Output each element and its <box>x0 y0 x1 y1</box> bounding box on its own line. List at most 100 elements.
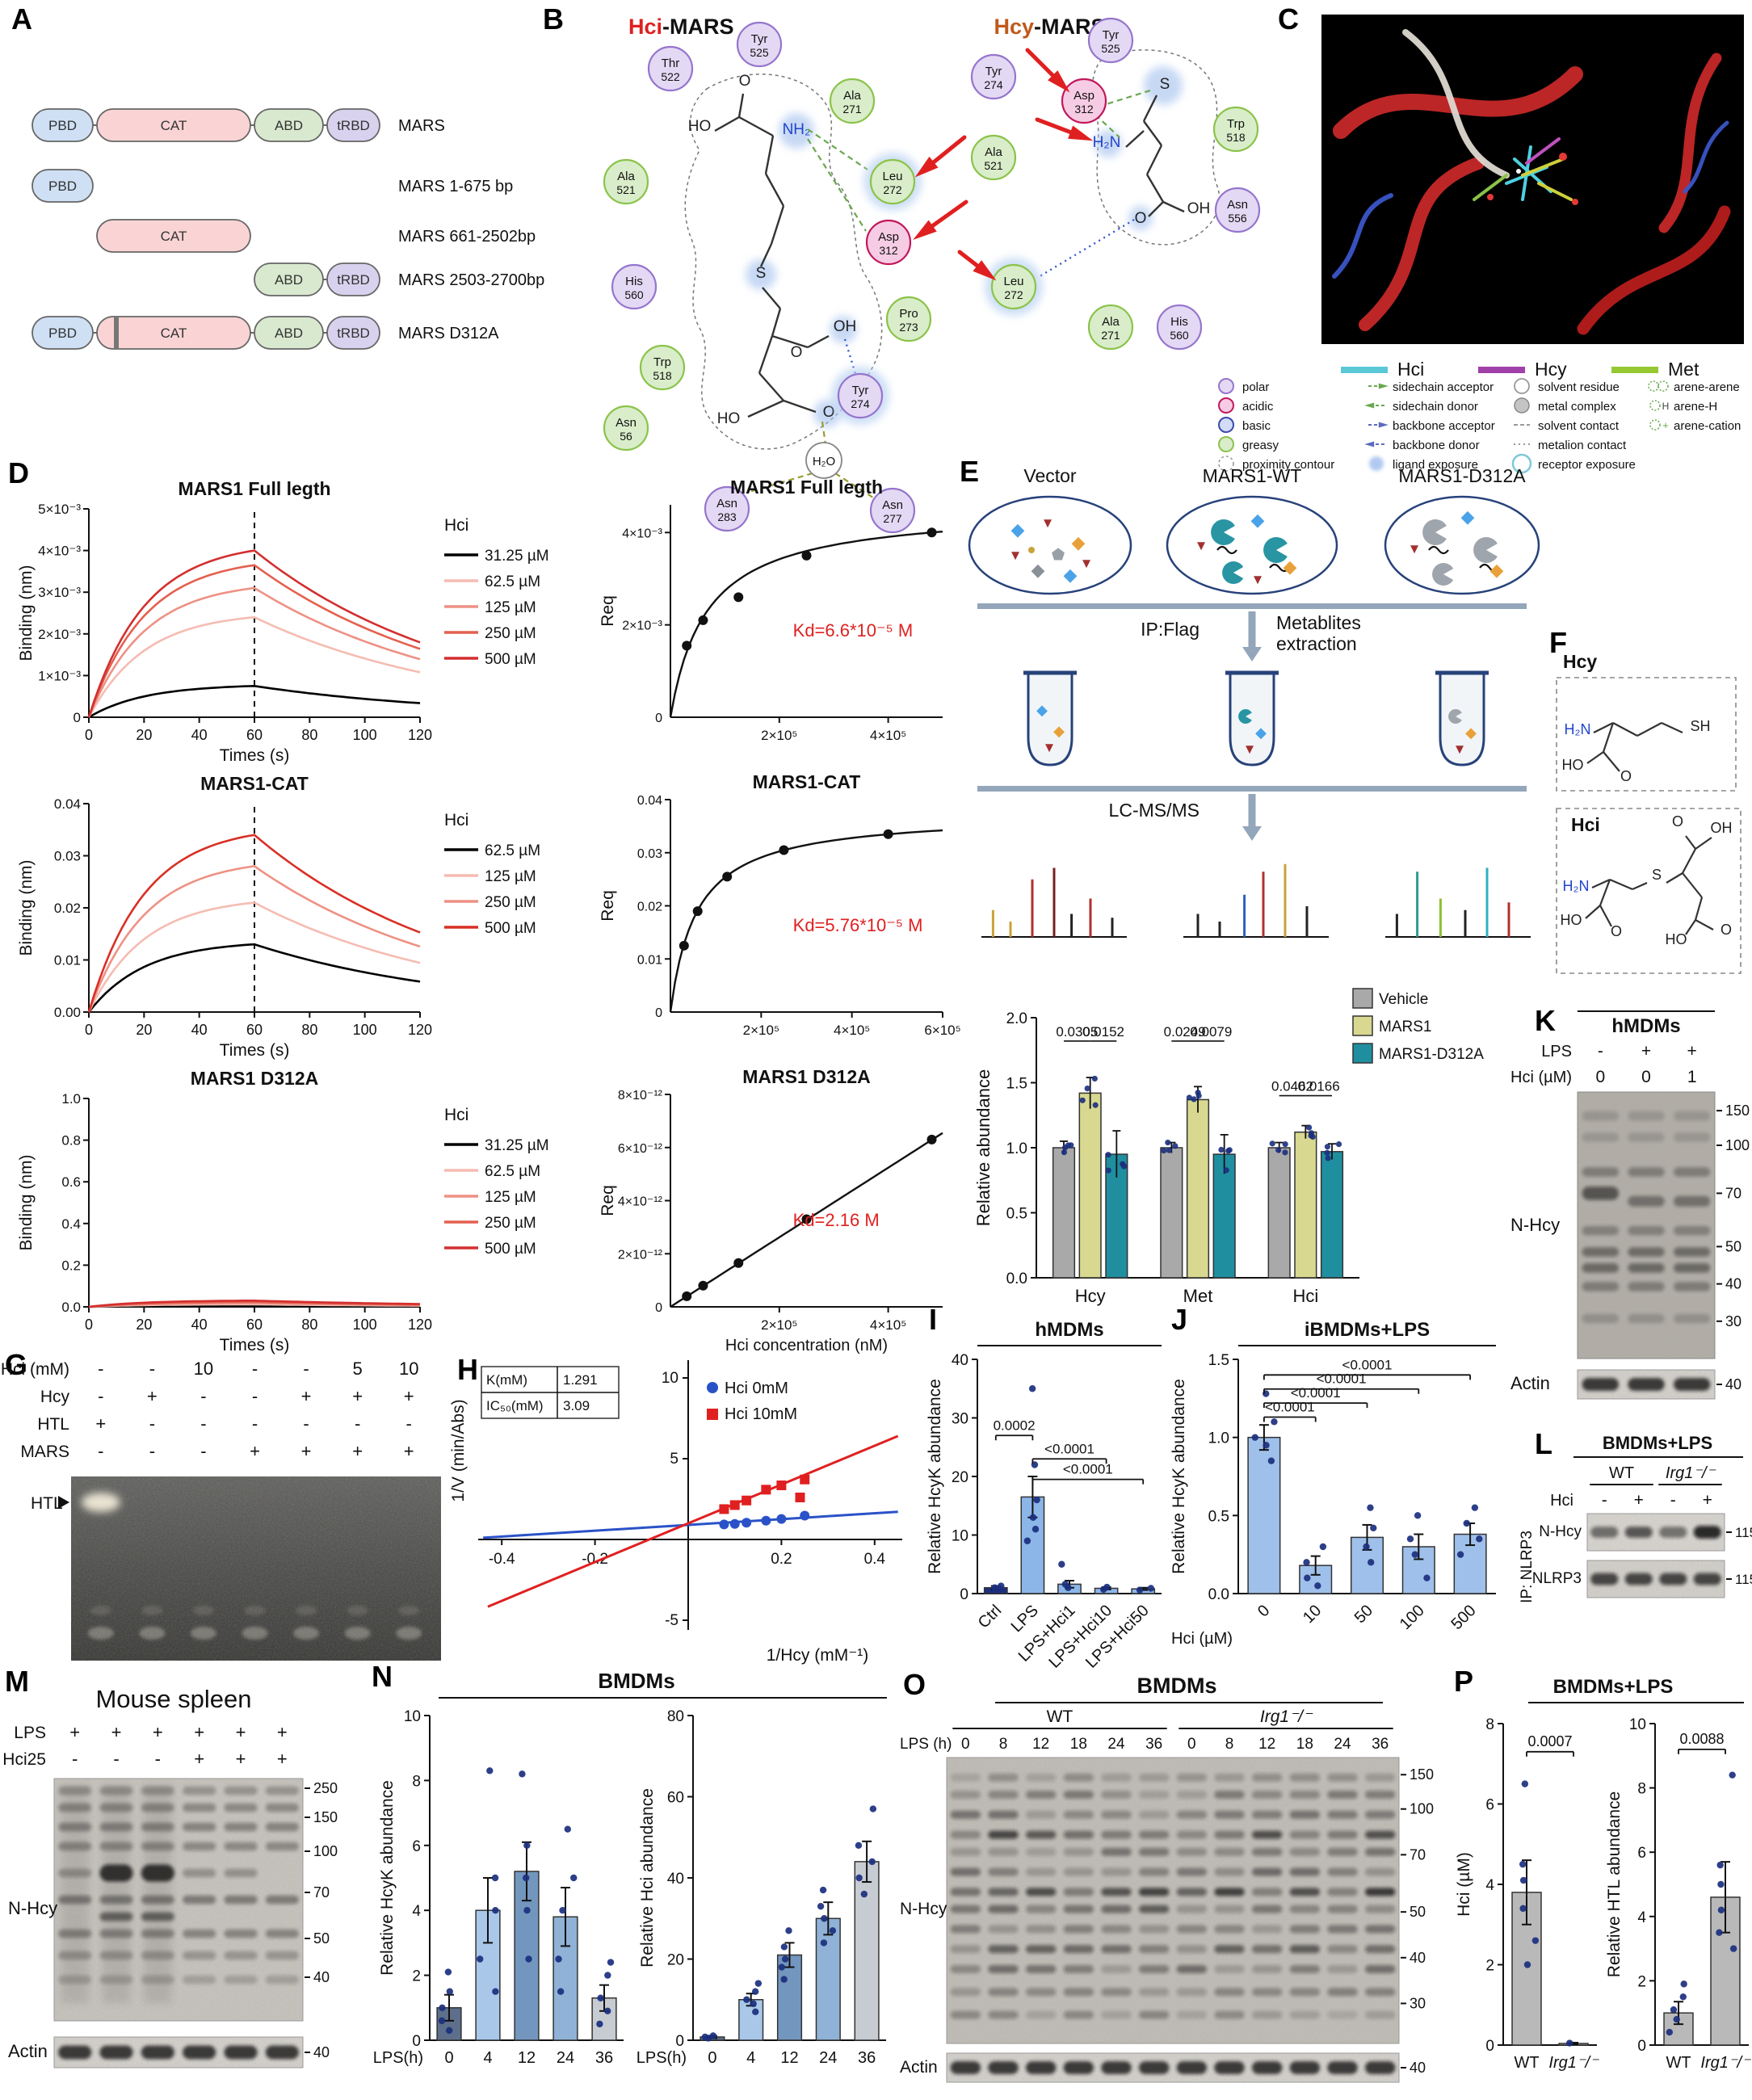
legend-label: proximity contour <box>1242 458 1334 472</box>
atom-label: HO <box>1561 912 1582 928</box>
legend-label: basic <box>1242 419 1271 433</box>
condition-value: + <box>236 1722 246 1742</box>
p-value: 0.0002 <box>994 1418 1036 1433</box>
mw-marker: 70 <box>1725 1185 1741 1201</box>
y-axis-label: Relative HcyK abundance <box>926 1379 944 1574</box>
residue-name: Ala <box>1102 315 1120 329</box>
residue-number: 271 <box>842 103 862 116</box>
legend-label: metalion contact <box>1538 439 1627 452</box>
group-label: Hcy <box>1075 1286 1106 1306</box>
y-tick: 2.0 <box>1006 1010 1027 1027</box>
legend-label: arene-arene <box>1674 380 1740 394</box>
y-tick: 10 <box>1629 1716 1646 1733</box>
atom-label: NH₂ <box>783 121 811 138</box>
atom-label: SH <box>1690 718 1710 734</box>
domain-label: tRBD <box>337 326 370 341</box>
mw-marker: 40 <box>1410 1950 1426 1966</box>
condition-label: Hci (µM) <box>1510 1069 1572 1086</box>
legend-label: solvent residue <box>1538 380 1620 394</box>
text: ▼ <box>1251 572 1265 587</box>
condition-label: LPS <box>14 1724 46 1742</box>
x-tick: 60 <box>246 1317 263 1333</box>
mw-marker: 40 <box>1410 2060 1426 2076</box>
legend-label: 125 µM <box>485 599 536 616</box>
x-axis-label: Times (s) <box>220 746 290 765</box>
y-tick: 2 <box>1485 1958 1494 1975</box>
residue-number: 312 <box>879 244 898 257</box>
y-axis-label: Req <box>599 595 617 627</box>
p-value: 0.0007 <box>1527 1733 1572 1749</box>
y-axis-label: Binding (nm) <box>17 1154 36 1250</box>
condition-value: - <box>406 1413 412 1434</box>
molecule-name: Hci <box>1571 814 1600 835</box>
timepoint: 36 <box>1372 1736 1389 1753</box>
x-tick: 20 <box>136 727 152 743</box>
text: ▼ <box>1009 548 1023 563</box>
title-rest: -MARS <box>662 15 734 39</box>
category-label: 24 <box>819 2049 837 2067</box>
legend-label: 31.25 µM <box>485 548 549 565</box>
residue-number: 273 <box>899 321 918 334</box>
x-axis-label: LPS(h) <box>373 2049 423 2067</box>
kd-value: Kd=6.6*10⁻⁵ M <box>793 620 914 640</box>
y-tick: 4×10⁻³ <box>622 527 662 540</box>
category-label: 500 <box>1447 1602 1479 1633</box>
y-tick: 0.01 <box>54 953 81 968</box>
legend-label: Hci 0mM <box>725 1380 788 1397</box>
y-tick: 40 <box>952 1352 968 1369</box>
y-tick: 10 <box>952 1528 968 1545</box>
y-tick: 4 <box>1485 1877 1494 1894</box>
chart-title: MARS1 D312A <box>742 1066 871 1087</box>
atom-label: OH <box>834 318 857 335</box>
condition-value: 5 <box>353 1359 363 1379</box>
y-tick: 4×10⁻¹² <box>618 1195 663 1209</box>
blot-row-label: Actin <box>8 2041 48 2061</box>
x-tick: 40 <box>191 1022 208 1038</box>
residue-name: Ala <box>985 145 1002 159</box>
x-tick: 60 <box>246 1022 263 1038</box>
residue-number: 272 <box>1004 288 1023 301</box>
step-label: extraction <box>1276 633 1357 654</box>
residue-name: His <box>1170 315 1188 329</box>
timepoint: 0 <box>1187 1736 1196 1753</box>
mw-marker: 115 <box>1735 1525 1752 1540</box>
residue-number: 274 <box>984 78 1003 91</box>
y-axis-label: Req <box>599 1185 617 1216</box>
text: H <box>1662 401 1670 412</box>
y-tick: 80 <box>667 1708 684 1725</box>
legend-label: arene-H <box>1674 400 1717 414</box>
mw-marker: 40 <box>1725 1276 1741 1292</box>
y-tick: 5 <box>670 1451 679 1468</box>
x-axis-label: 1/Hcy (mM⁻¹) <box>767 1646 869 1665</box>
category-label: 12 <box>518 2049 536 2067</box>
condition-value: + <box>404 1386 414 1406</box>
legend-label: 62.5 µM <box>485 1163 540 1180</box>
condition-value: + <box>1641 1042 1651 1060</box>
panel-e-label: E <box>960 455 980 488</box>
mw-marker: 50 <box>313 1930 330 1947</box>
y-tick: 0 <box>412 2033 421 2050</box>
text: ◆ <box>1461 506 1475 527</box>
panel-f-label: F <box>1549 626 1567 659</box>
text: ◆ <box>1251 510 1265 530</box>
blot-row-label: N-Hcy <box>900 1900 947 1918</box>
x-tick: 20 <box>136 1317 152 1333</box>
category-label: 4 <box>483 2049 492 2067</box>
mw-marker: 30 <box>1410 1995 1426 2011</box>
p-value: 0.0305 <box>1056 1024 1098 1040</box>
legend-label: arene-cation <box>1674 419 1741 433</box>
y-tick: 0 <box>74 710 81 725</box>
y-tick: 1.5 <box>1006 1076 1027 1093</box>
category-label: 12 <box>780 2049 798 2067</box>
x-tick: 100 <box>353 1317 377 1333</box>
legend-label: metal complex <box>1538 400 1616 414</box>
residue-name: Tyr <box>751 32 768 46</box>
legend-label: backbone acceptor <box>1393 419 1495 433</box>
text: ▼ <box>1041 515 1055 531</box>
y-axis-label: 1/V (min/Abs) <box>449 1399 468 1502</box>
